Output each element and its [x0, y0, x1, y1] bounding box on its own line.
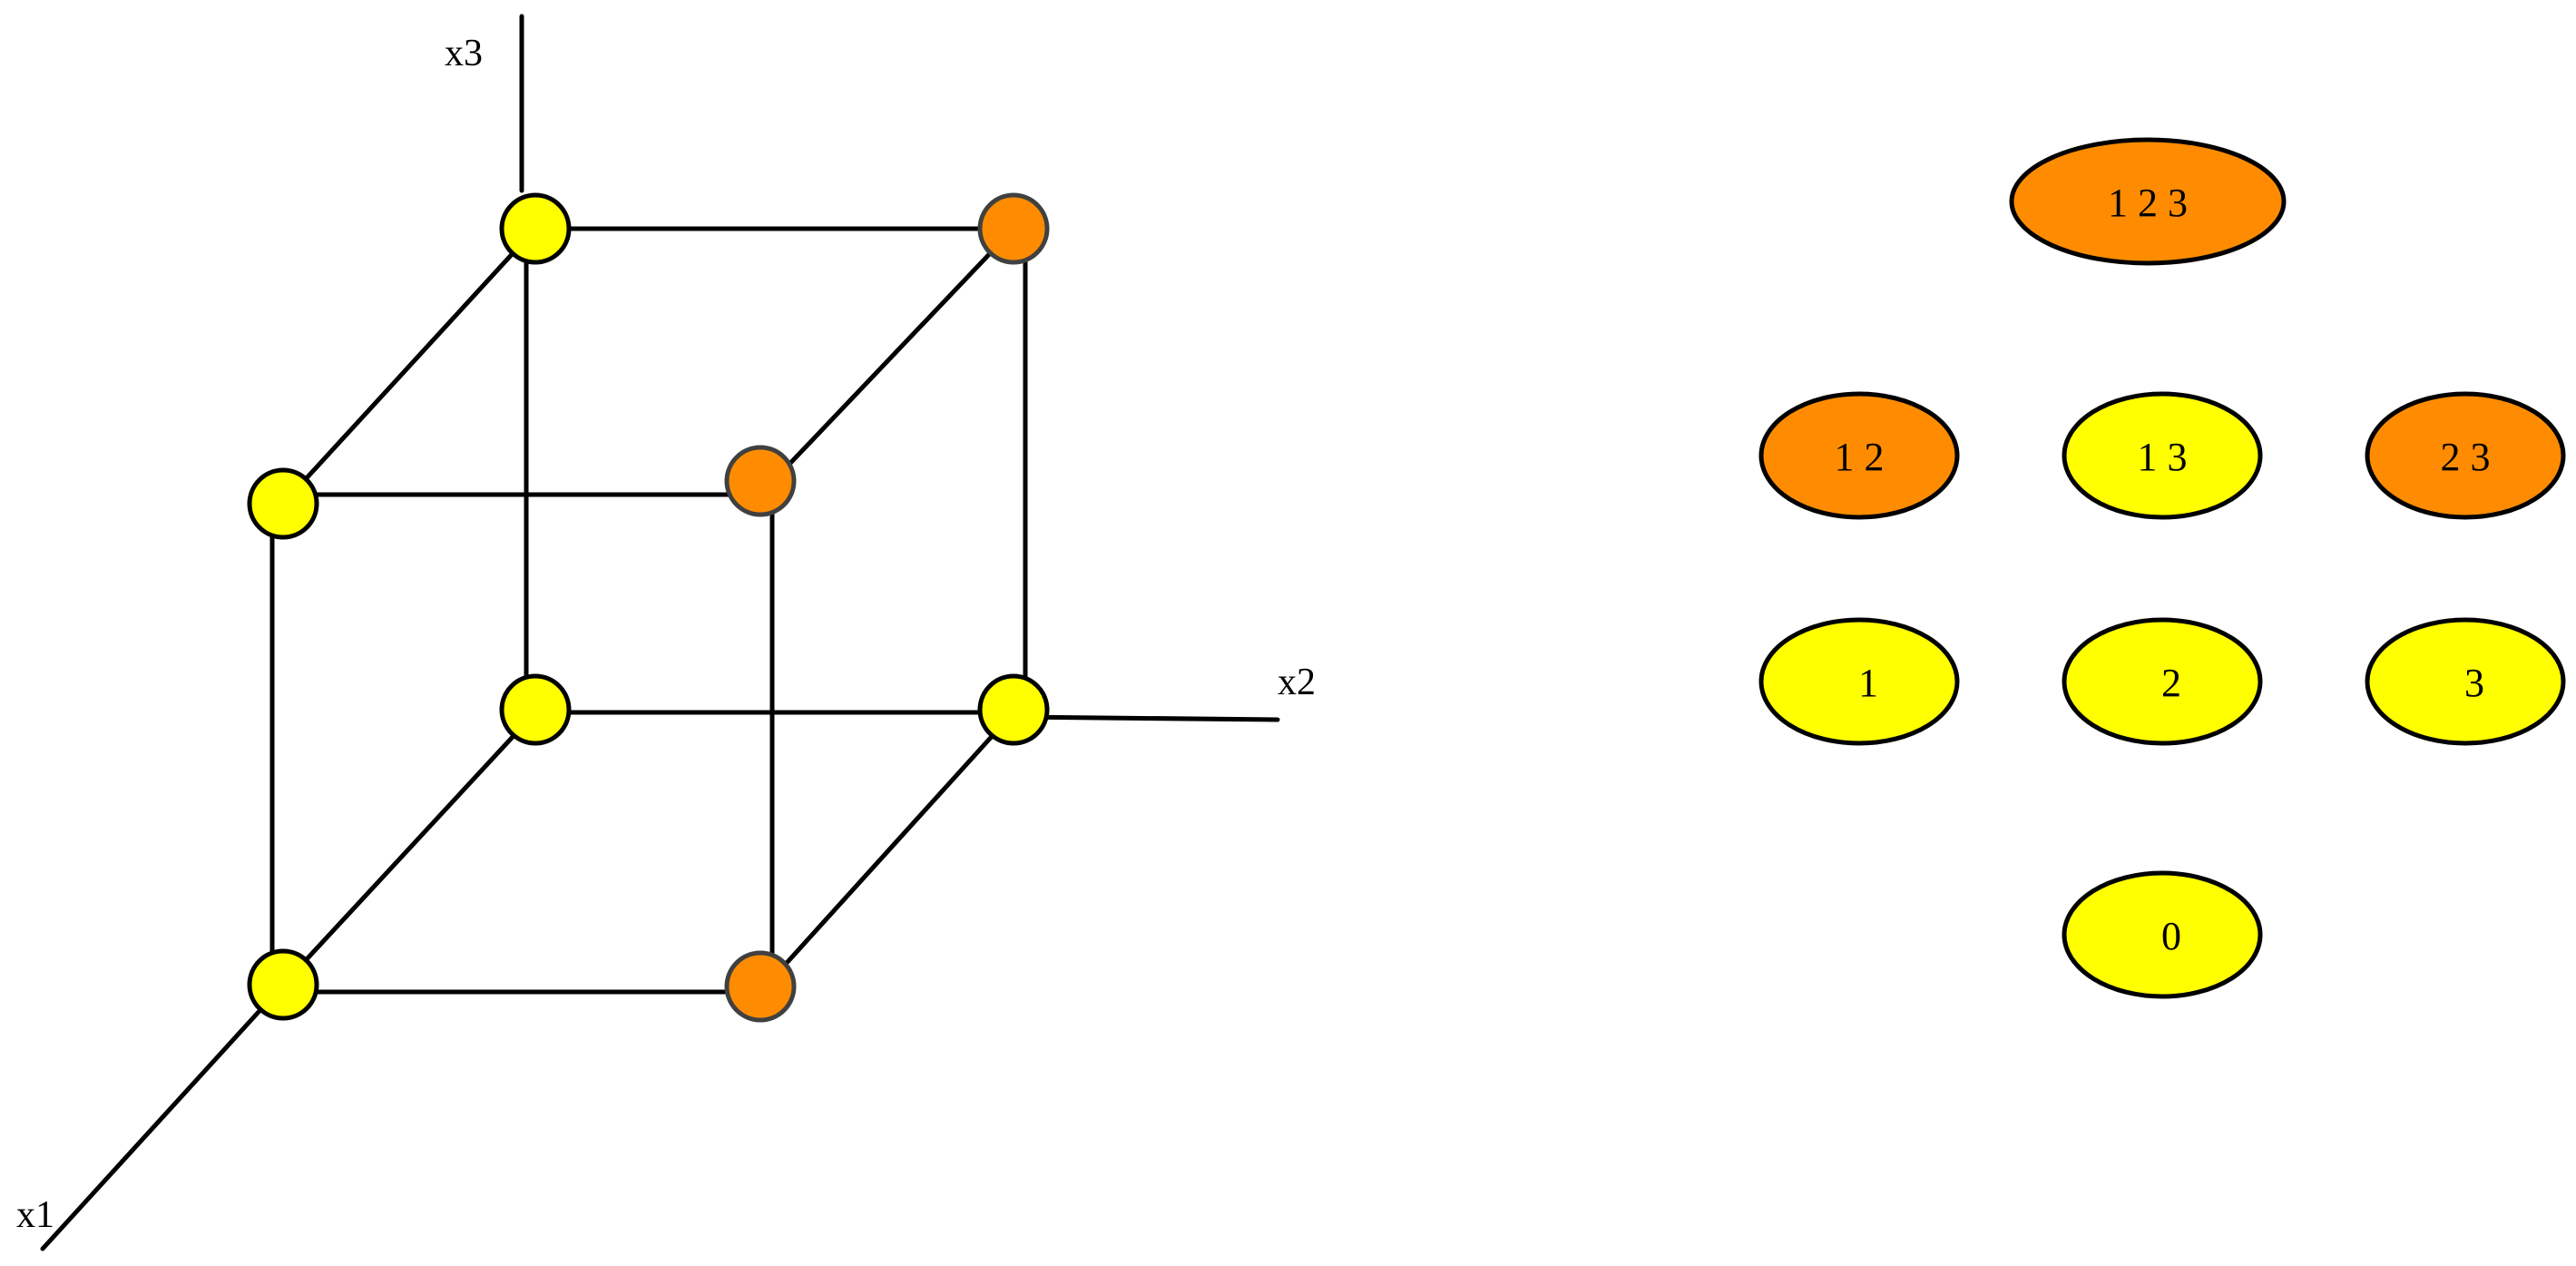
- lattice-node-label: 1: [1858, 661, 1878, 705]
- lattice-node-23: 2 3: [2365, 391, 2566, 520]
- lattice-node-1: 1: [1758, 617, 1960, 746]
- cube-vertex-110: [977, 192, 1050, 265]
- cube-vertex-001: [247, 948, 319, 1021]
- x2-axis-label: x2: [1278, 662, 1316, 703]
- lattice-diagram: 1 2 3 1 2 1 3 2 3 1 2 3 0: [1758, 137, 2566, 999]
- cube-edge: [280, 226, 538, 506]
- x3-axis-label: x3: [445, 33, 483, 74]
- lattice-node-label: 2: [2161, 661, 2181, 705]
- cube-edge: [280, 710, 538, 987]
- lattice-node-top: 1 2 3: [2009, 137, 2287, 266]
- lattice-node-label: 3: [2464, 661, 2484, 705]
- cube-diagram: x3 x2 x1: [16, 14, 1316, 1251]
- lattice-node-bottom: 0: [2062, 870, 2263, 999]
- lattice-node-label: 1 3: [2138, 435, 2188, 479]
- lattice-node-2: 2: [2062, 617, 2263, 746]
- cube-vertex-000: [499, 192, 572, 265]
- cube-edge: [758, 710, 1016, 995]
- cube-vertex-010: [499, 673, 572, 746]
- cube-edge: [758, 226, 1016, 497]
- lattice-node-label: 0: [2161, 914, 2181, 958]
- lattice-node-13: 1 3: [2062, 391, 2263, 520]
- cube-vertex-011: [724, 445, 797, 517]
- lattice-node-label: 1 2: [1835, 435, 1885, 479]
- lattice-node-3: 3: [2365, 617, 2566, 746]
- cube-vertex-100: [247, 467, 319, 540]
- x1-axis: [40, 1009, 261, 1251]
- lattice-node-label: 1 2 3: [2108, 181, 2188, 225]
- cube-vertex-101: [977, 673, 1050, 746]
- x2-axis: [1014, 714, 1280, 722]
- cube-vertex-111: [724, 950, 797, 1023]
- lattice-node-12: 1 2: [1758, 391, 1960, 520]
- x1-axis-label: x1: [16, 1194, 54, 1236]
- lattice-node-label: 2 3: [2441, 435, 2491, 479]
